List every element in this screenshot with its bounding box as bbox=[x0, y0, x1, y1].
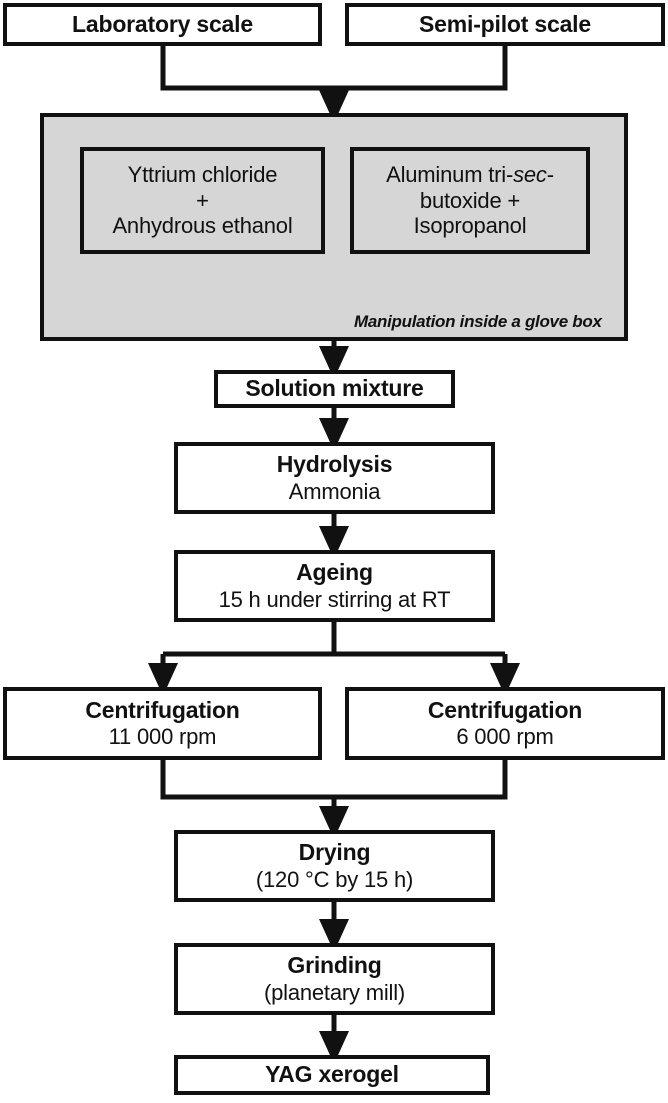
centrifugation-right-subtitle: 6 000 rpm bbox=[456, 724, 554, 750]
ageing-title: Ageing bbox=[296, 559, 373, 586]
drying-title: Drying bbox=[298, 839, 371, 866]
hydrolysis-subtitle: Ammonia bbox=[288, 478, 381, 504]
node-aluminum-precursor[interactable]: Aluminum tri-sec- butoxide + Isopropanol bbox=[350, 147, 590, 254]
ageing-subtitle: 15 h under stirring at RT bbox=[218, 586, 451, 612]
laboratory-scale-label: Laboratory scale bbox=[72, 10, 253, 37]
centrifugation-right-title: Centrifugation bbox=[427, 696, 583, 723]
node-centrifugation-right[interactable]: Centrifugation 6 000 rpm bbox=[345, 687, 665, 760]
aluminum-precursor-line-1-italic: sec bbox=[513, 161, 547, 187]
node-semi-pilot-scale[interactable]: Semi-pilot scale bbox=[345, 3, 665, 46]
hydrolysis-title: Hydrolysis bbox=[276, 451, 393, 478]
grinding-subtitle: (planetary mill) bbox=[263, 979, 406, 1005]
node-laboratory-scale[interactable]: Laboratory scale bbox=[3, 3, 322, 46]
aluminum-precursor-line-2: butoxide + bbox=[419, 187, 521, 213]
node-solution-mixture[interactable]: Solution mixture bbox=[214, 370, 455, 408]
node-ageing[interactable]: Ageing 15 h under stirring at RT bbox=[174, 550, 495, 622]
solution-mixture-label: Solution mixture bbox=[245, 375, 424, 402]
glove-box-note: Manipulation inside a glove box bbox=[354, 312, 602, 331]
aluminum-precursor-line-1-suffix: - bbox=[546, 161, 554, 187]
yttrium-precursor-line-1: Yttrium chloride bbox=[127, 161, 278, 187]
aluminum-precursor-line-3: Isopropanol bbox=[413, 213, 527, 239]
semi-pilot-scale-label: Semi-pilot scale bbox=[419, 10, 591, 37]
grinding-title: Grinding bbox=[287, 952, 382, 979]
node-grinding[interactable]: Grinding (planetary mill) bbox=[174, 943, 495, 1015]
connector-centrifugation-merge bbox=[160, 760, 508, 800]
yttrium-precursor-line-2: + bbox=[196, 187, 209, 213]
aluminum-precursor-line-1-prefix: Aluminum tri- bbox=[386, 161, 514, 187]
node-drying[interactable]: Drying (120 °C by 15 h) bbox=[174, 830, 495, 902]
node-hydrolysis[interactable]: Hydrolysis Ammonia bbox=[174, 442, 495, 514]
yttrium-precursor-line-3: Anhydrous ethanol bbox=[112, 213, 293, 239]
node-yag-xerogel[interactable]: YAG xerogel bbox=[174, 1055, 490, 1095]
connector-top-merge bbox=[160, 45, 508, 91]
node-centrifugation-left[interactable]: Centrifugation 11 000 rpm bbox=[3, 687, 322, 760]
centrifugation-left-subtitle: 11 000 rpm bbox=[108, 724, 217, 750]
centrifugation-left-title: Centrifugation bbox=[85, 696, 240, 723]
node-yttrium-precursor[interactable]: Yttrium chloride + Anhydrous ethanol bbox=[80, 147, 325, 254]
aluminum-precursor-line-1: Aluminum tri-sec- bbox=[386, 162, 554, 188]
drying-subtitle: (120 °C by 15 h) bbox=[255, 866, 414, 892]
yag-xerogel-label: YAG xerogel bbox=[265, 1061, 399, 1088]
